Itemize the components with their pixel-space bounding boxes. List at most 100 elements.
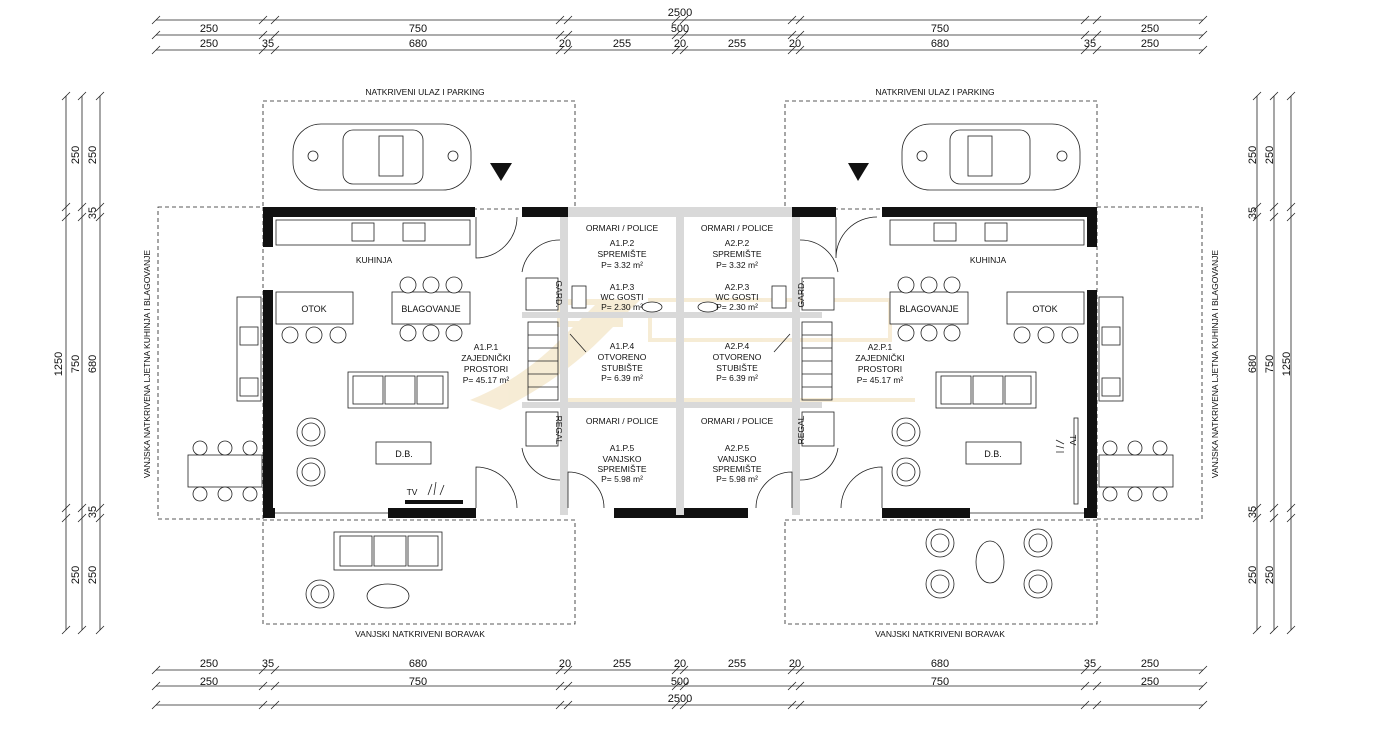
label-db-left: D.B. <box>395 449 413 459</box>
dim-row2: 20 <box>789 38 801 50</box>
walls <box>263 207 1097 518</box>
wardrobe <box>525 277 559 311</box>
room-code: A2.P.5 <box>725 443 750 453</box>
dimension-tick <box>555 45 565 55</box>
label-cabinets: ORMARI / POLICE <box>701 416 774 426</box>
dim-side-inner: 680 <box>87 355 99 373</box>
dim-side-mid: 250 <box>1264 146 1276 164</box>
room-a2p3: A2.P.3 WC GOSTI P= 2.30 m² <box>716 282 759 312</box>
shelf <box>525 411 559 447</box>
dimensions-bottom: 250 35 680 20 255 20 255 20 680 35 250 2… <box>156 658 1203 706</box>
label-terrace-left: VANJSKI NATKRIVENI BORAVAK <box>355 629 485 639</box>
dim-side-outer: 1250 <box>53 352 65 376</box>
dim-row2-bottom: 250 <box>200 658 218 670</box>
room-code: A1.P.5 <box>610 443 635 453</box>
room-name: SPREMIŠTE <box>597 249 646 259</box>
dim-row2: 20 <box>674 38 686 50</box>
dimension-tick <box>787 30 797 40</box>
dimension-tick <box>555 30 565 40</box>
dim-row2-bottom: 680 <box>409 658 427 670</box>
dimension-tick <box>679 45 689 55</box>
dimension-tick <box>1080 45 1090 55</box>
room-a2p2: A2.P.2 SPREMIŠTE P= 3.32 m² <box>712 238 761 270</box>
dim-row1: 750 <box>931 23 949 35</box>
tv-icon <box>1073 417 1079 505</box>
label-summer-kitchen-left: VANJSKA NATKRIVENA LJETNA KUHINJA I BLAG… <box>142 250 152 478</box>
dimension-tick <box>1080 15 1090 25</box>
room-name: WC GOSTI <box>716 292 759 302</box>
room-a1p2: A1.P.2 SPREMIŠTE P= 3.32 m² <box>597 238 646 270</box>
room-name: SPREMIŠTE <box>712 249 761 259</box>
dim-row2: 255 <box>728 38 746 50</box>
room-name: OTVORENO <box>713 352 762 362</box>
room-area: P= 45.17 m² <box>463 375 510 385</box>
room-area: P= 5.98 m² <box>601 474 643 484</box>
dim-side-mid: 750 <box>1264 355 1276 373</box>
dim-side-inner: 250 <box>1247 146 1259 164</box>
dimension-tick <box>555 15 565 25</box>
dimension-tick <box>671 45 681 55</box>
dim-row1: 500 <box>671 23 689 35</box>
room-name: VANJSKO <box>602 454 641 464</box>
dim-row2: 35 <box>1084 38 1096 50</box>
entry-arrow-icon <box>490 163 512 181</box>
dim-row1: 250 <box>1141 23 1159 35</box>
room-name: SPREMIŠTE <box>597 464 646 474</box>
dimension-tick <box>1092 45 1102 55</box>
label-db-right: D.B. <box>984 449 1002 459</box>
dim-row2: 250 <box>200 38 218 50</box>
coffee-table <box>975 540 1005 584</box>
label-kitchen-right: KUHINJA <box>970 255 1007 265</box>
dim-row2-bottom: 20 <box>559 658 571 670</box>
dimension-tick <box>795 45 805 55</box>
tv-signal-icon <box>427 481 445 496</box>
room-area: P= 3.32 m² <box>716 260 758 270</box>
dining-table <box>391 276 969 342</box>
dim-side-outer: 1250 <box>1281 352 1293 376</box>
dimension-tick <box>151 45 161 55</box>
dim-row2: 20 <box>559 38 571 50</box>
dimension-tick <box>1080 30 1090 40</box>
room-a2p1: A2.P.1 ZAJEDNIČKI PROSTORI P= 45.17 m² <box>855 342 905 385</box>
sofa <box>333 371 1037 571</box>
outdoor-areas: NATKRIVENI ULAZ I PARKING NATKRIVENI ULA… <box>142 87 1220 639</box>
dim-row2: 250 <box>1141 38 1159 50</box>
label-parking-left: NATKRIVENI ULAZ I PARKING <box>365 87 484 97</box>
dimension-tick <box>671 15 681 25</box>
dimension-tick <box>1198 15 1208 25</box>
room-a1p4: A1.P.4 OTVORENO STUBIŠTE P= 6.39 m² <box>598 341 647 383</box>
label-regal-left: REGAL <box>554 416 564 445</box>
dimension-tick <box>151 15 161 25</box>
island <box>275 291 1085 344</box>
room-area: P= 45.17 m² <box>857 375 904 385</box>
kitchen-counter <box>275 219 1085 246</box>
dimension-tick <box>1198 45 1208 55</box>
room-name: ZAJEDNIČKI <box>461 353 511 363</box>
dim-total-bottom: 2500 <box>668 693 692 705</box>
room-code: A1.P.1 <box>474 342 499 352</box>
dimension-tick <box>1198 30 1208 40</box>
dimension-tick <box>563 45 573 55</box>
label-cabinets: ORMARI / POLICE <box>586 416 659 426</box>
dimension-tick <box>563 15 573 25</box>
room-code: A1.P.3 <box>610 282 635 292</box>
dimensions-top: 2500 250 750 500 750 250 250 35 680 20 2… <box>61 7 1296 710</box>
room-code: A2.P.2 <box>725 238 750 248</box>
entry-arrow-icon <box>848 163 869 181</box>
dim-row2-bottom: 255 <box>728 658 746 670</box>
coffee-table <box>366 583 410 609</box>
room-a1p5: A1.P.5 VANJSKO SPREMIŠTE P= 5.98 m² <box>597 443 646 484</box>
room-area: P= 2.30 m² <box>716 302 758 312</box>
dimension-tick <box>679 15 689 25</box>
dim-side-inner: 680 <box>1247 355 1259 373</box>
dim-side-inner: 35 <box>1247 207 1259 219</box>
label-island-left: OTOK <box>301 304 326 314</box>
dim-side-inner: 250 <box>87 146 99 164</box>
room-name: SPREMIŠTE <box>712 464 761 474</box>
dim-row2-bottom: 250 <box>1141 658 1159 670</box>
tv-signal-icon <box>1055 439 1065 453</box>
staircase <box>527 321 833 401</box>
dim-row1-bottom: 250 <box>1141 676 1159 688</box>
dim-row2-bottom: 680 <box>931 658 949 670</box>
